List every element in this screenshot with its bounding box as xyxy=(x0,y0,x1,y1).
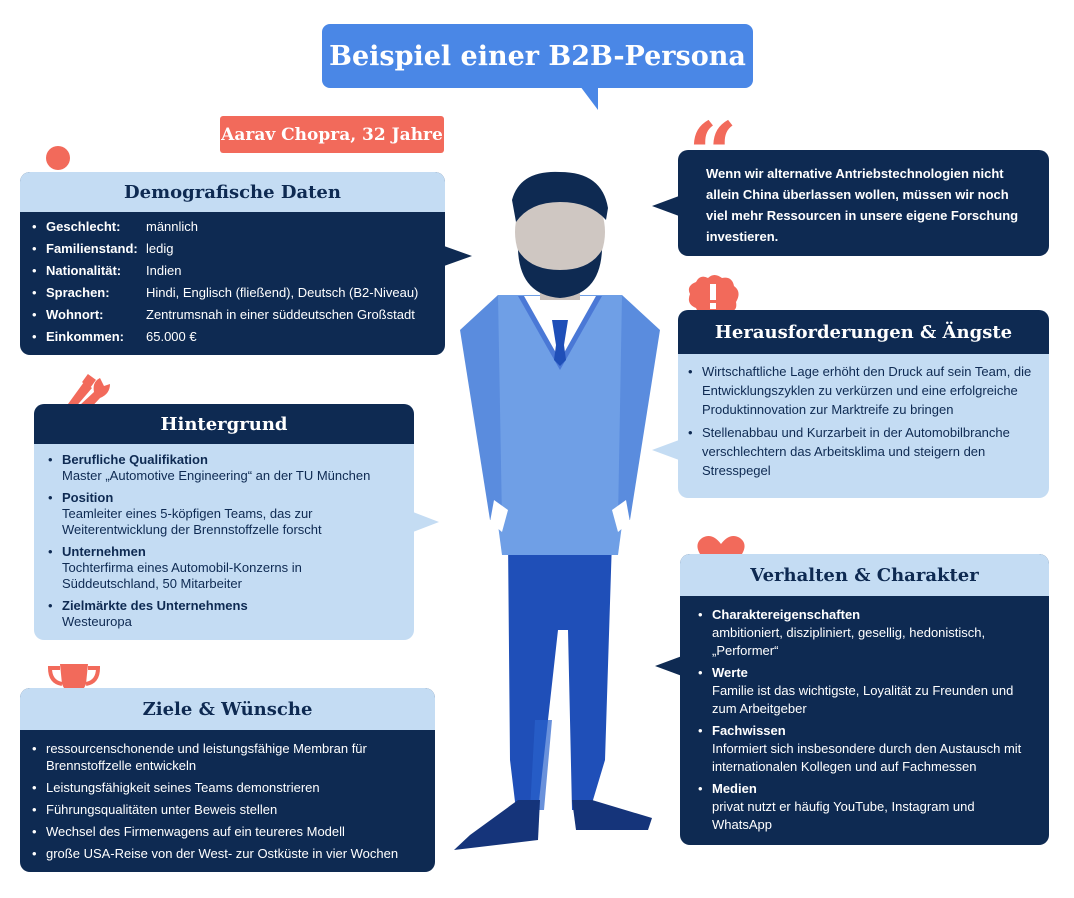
list-item: Geschlecht: männlich xyxy=(30,216,435,238)
challenges-card: Herausforderungen & Ängste Wirtschaftlic… xyxy=(678,310,1049,498)
list-item: Wohnort: Zentrumsnah in einer süddeutsche… xyxy=(30,304,435,326)
demographics-list: Geschlecht:männlich Familienstand:ledig … xyxy=(30,216,435,348)
behavior-heading: Verhalten & Charakter xyxy=(680,554,1049,596)
list-item: Sprachen: Hindi, Englisch (fließend), Deu… xyxy=(30,282,435,304)
goals-heading: Ziele & Wünsche xyxy=(20,688,435,730)
list-item-key: Wohnort: xyxy=(46,307,104,322)
list-item: Wechsel des Firmenwagens auf ein teurere… xyxy=(30,823,423,840)
challenges-heading: Herausforderungen & Ängste xyxy=(678,310,1049,354)
list-item-key: Unternehmen xyxy=(62,544,146,559)
page-title: Beispiel einer B2B-Persona xyxy=(322,24,753,88)
quote-box: Wenn wir alternative Antriebstechnologie… xyxy=(678,150,1049,256)
demographics-heading: Demografische Daten xyxy=(20,172,445,212)
quote-tail xyxy=(652,196,679,216)
list-item-key: Berufliche Qualifikation xyxy=(62,452,208,467)
list-item-value: männlich xyxy=(146,219,199,234)
challenges-list: Wirtschaftliche Lage erhöht den Druck au… xyxy=(686,362,1037,480)
behavior-tail xyxy=(655,656,682,676)
persona-illustration xyxy=(454,171,660,850)
list-item-value: ambitioniert, diszipliniert, gesellig, h… xyxy=(712,625,986,658)
list-item-key: Charaktereigenschaften xyxy=(712,607,861,622)
alert-bubble-icon xyxy=(688,275,739,317)
list-item-value: Indien xyxy=(146,263,182,278)
list-item-value: Teamleiter eines 5-köpfigen Teams, das z… xyxy=(62,506,322,537)
demographics-tail xyxy=(444,246,472,266)
list-item: Einkommen: 65.000 € xyxy=(30,326,435,348)
behavior-list: Charaktereigenschaften ambitioniert, disz… xyxy=(696,606,1037,834)
list-item: Familienstand: ledig xyxy=(30,238,435,260)
list-item-key: Fachwissen xyxy=(712,723,786,738)
persona-name-badge: Aarav Chopra, 32 Jahre xyxy=(220,116,444,153)
list-item-value: privat nutzt er häufig YouTube, Instagra… xyxy=(712,799,975,832)
list-item: Wirtschaftliche Lage erhöht den Druck au… xyxy=(686,362,1037,419)
background-heading: Hintergrund xyxy=(34,404,414,444)
list-item-key: Sprachen: xyxy=(46,285,110,300)
list-item-key: Einkommen: xyxy=(46,329,125,344)
behavior-card: Verhalten & Charakter Charaktereigenscha… xyxy=(680,554,1049,845)
list-item: ressourcenschonende und leistungsfähige … xyxy=(30,740,423,774)
list-item: Charaktereigenschaften ambitioniert, disz… xyxy=(696,606,1037,660)
list-item-value: Westeuropa xyxy=(62,614,132,629)
list-item-value: Familie ist das wichtigste, Loyalität zu… xyxy=(712,683,1014,716)
list-item-value: Informiert sich insbesondere durch den A… xyxy=(712,741,1022,774)
list-item-value: Hindi, Englisch (fließend), Deutsch (B2-… xyxy=(146,285,419,300)
list-item-key: Medien xyxy=(712,781,757,796)
list-item-key: Werte xyxy=(712,665,748,680)
list-item-value: ledig xyxy=(146,241,174,256)
list-item-key: Geschlecht: xyxy=(46,219,121,234)
goals-list: ressourcenschonende und leistungsfähige … xyxy=(30,740,423,862)
list-item-value: 65.000 € xyxy=(146,329,197,344)
challenges-tail xyxy=(652,440,679,460)
background-tail xyxy=(413,512,439,532)
list-item: große USA-Reise von der West- zur Ostküs… xyxy=(30,845,423,862)
list-item: Medien privat nutzt er häufig YouTube, In… xyxy=(696,780,1037,834)
list-item: Nationalität: Indien xyxy=(30,260,435,282)
list-item-value: Master „Automotive Engineering“ an der T… xyxy=(62,468,371,483)
list-item: Führungsqualitäten unter Beweis stellen xyxy=(30,801,423,818)
list-item-value: Tochterfirma eines Automobil-Konzerns in… xyxy=(62,560,302,591)
list-item-key: Familienstand: xyxy=(46,241,138,256)
list-item: Leistungsfähigkeit seines Teams demonstr… xyxy=(30,779,423,796)
list-item: Stellenabbau und Kurzarbeit in der Autom… xyxy=(686,423,1037,480)
list-item-key: Position xyxy=(62,490,114,505)
goals-card: Ziele & Wünsche ressourcenschonende und … xyxy=(20,688,435,872)
list-item-key: Zielmärkte des Unternehmens xyxy=(62,598,248,613)
list-item-value: Zentrumsnah in einer süddeutschen Großst… xyxy=(146,307,415,322)
list-item-key: Nationalität: xyxy=(46,263,122,278)
demographics-card: Demografische Daten Geschlecht:männlich … xyxy=(20,172,445,355)
title-speech-tail xyxy=(580,86,598,110)
background-card: Hintergrund Berufliche QualifikationMast… xyxy=(34,404,414,640)
